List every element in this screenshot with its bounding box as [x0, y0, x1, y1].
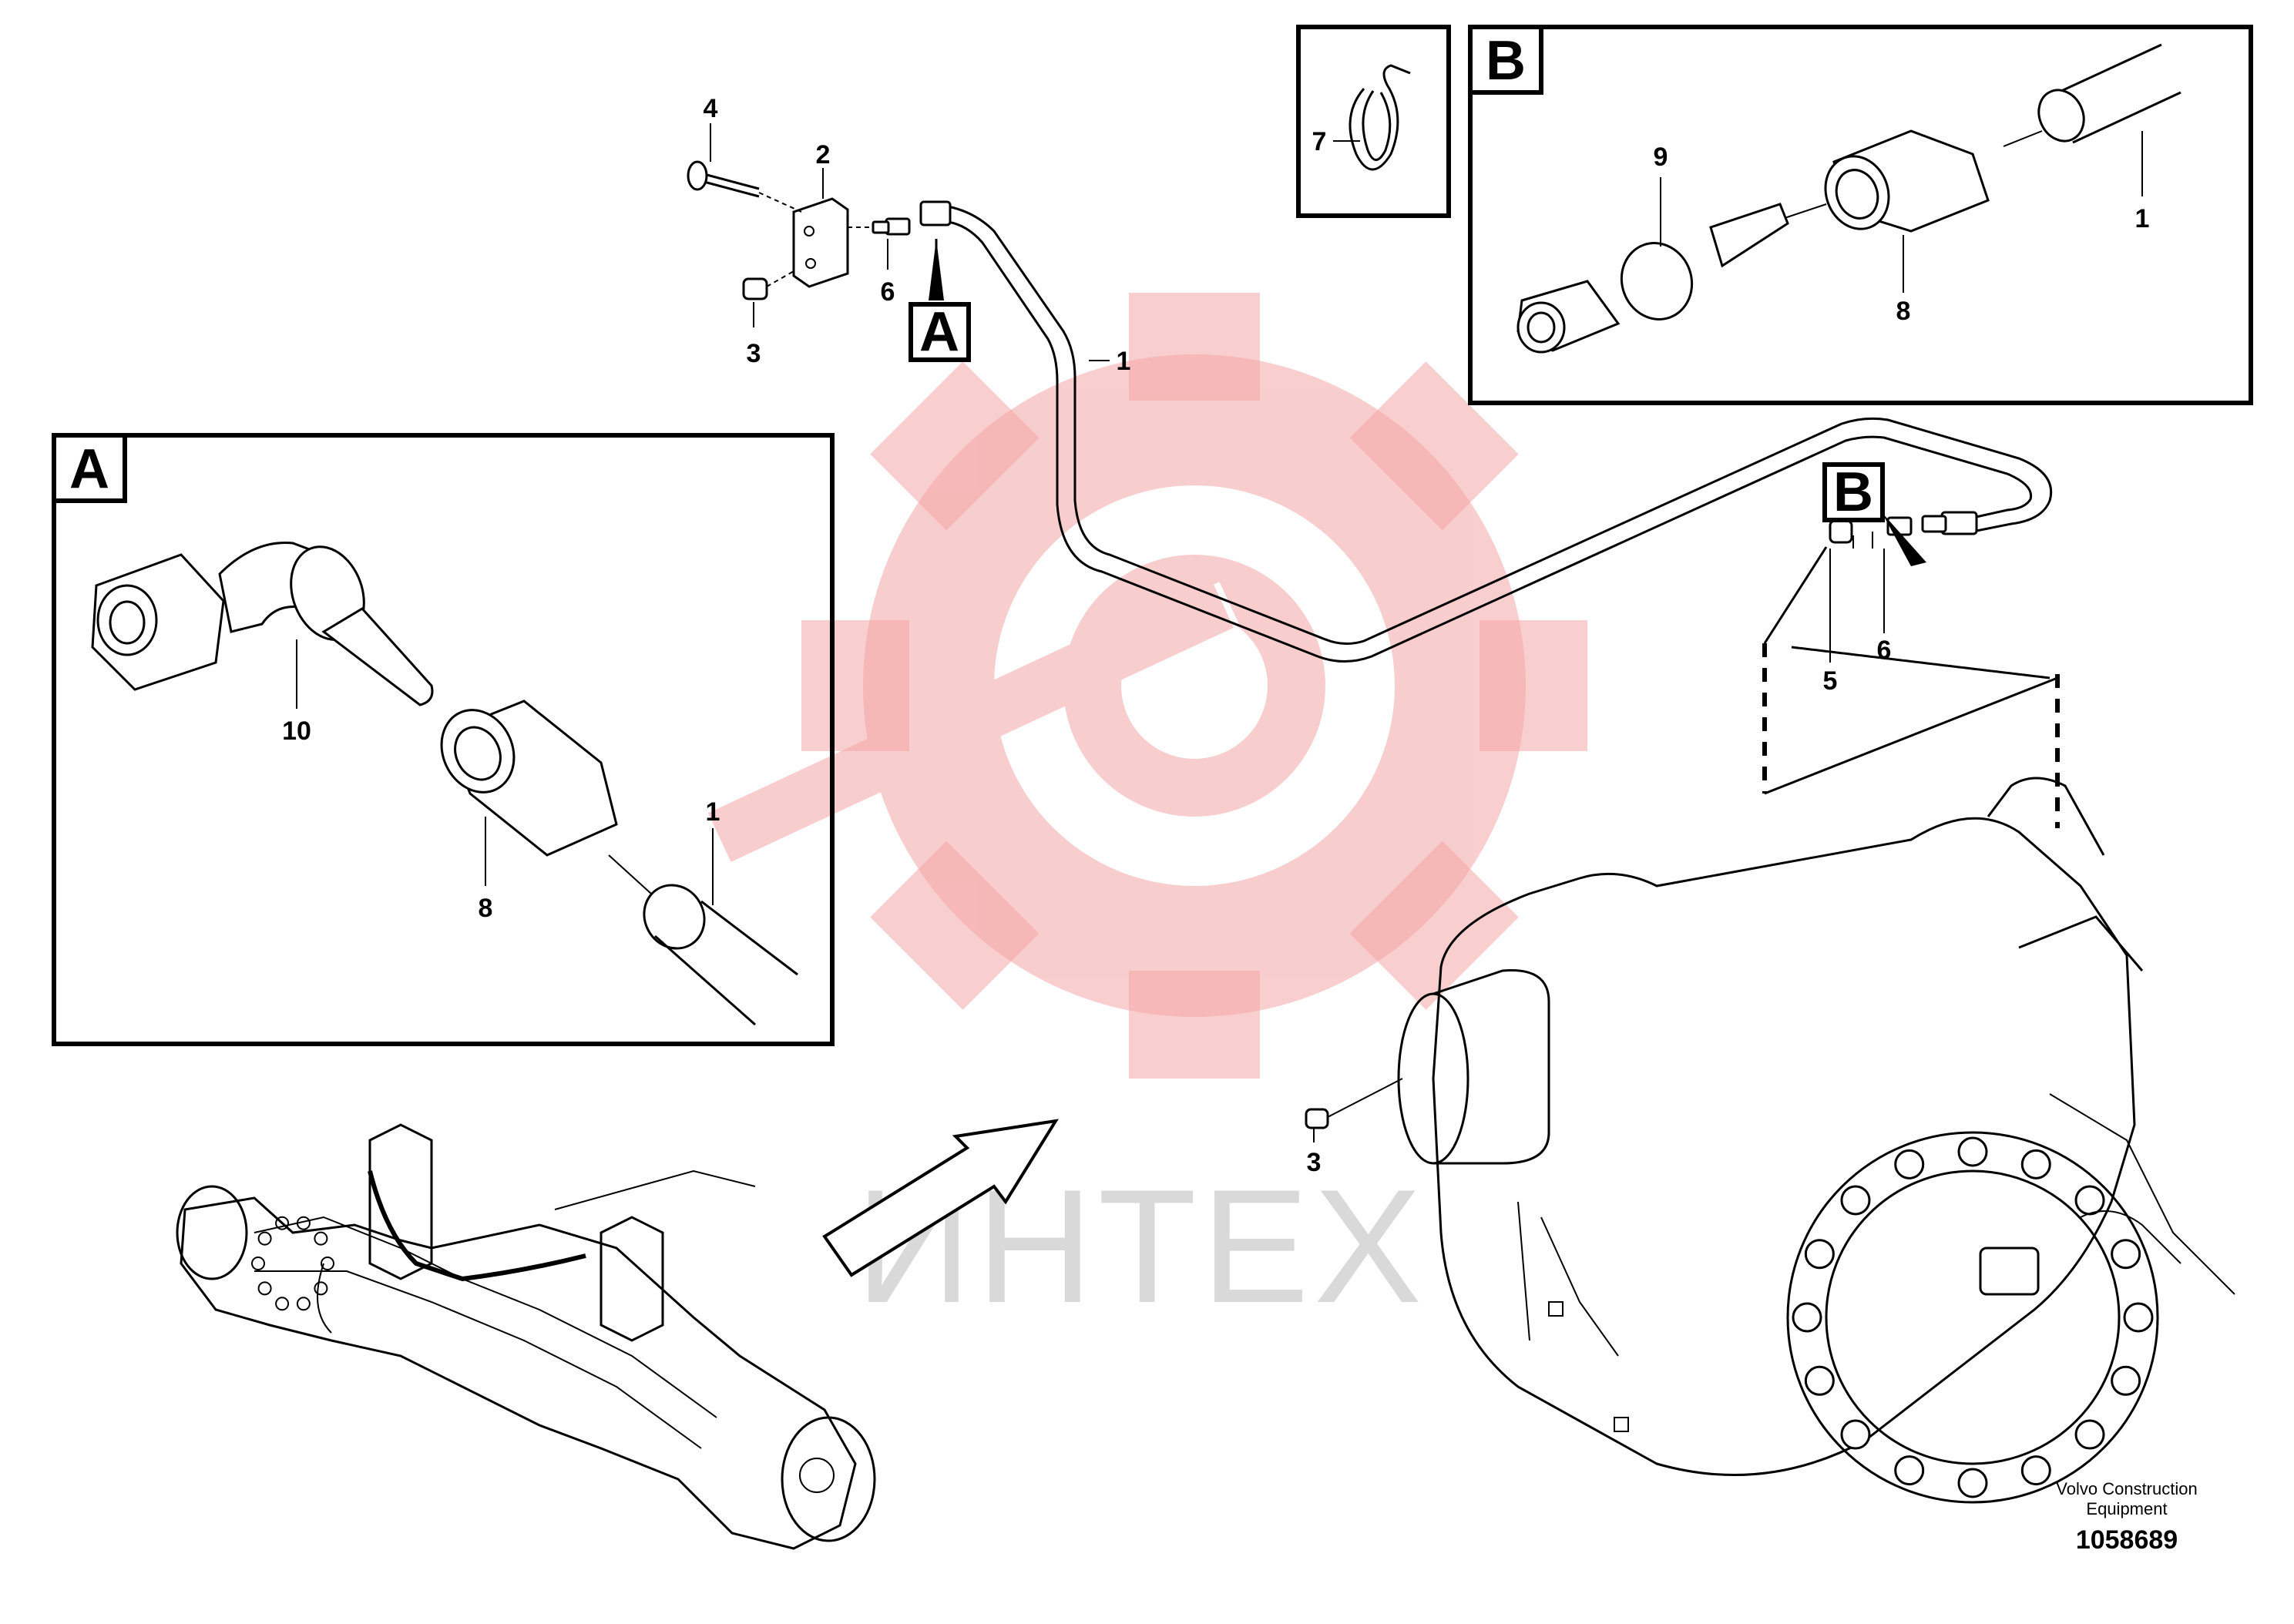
axle-housing [1305, 777, 2235, 1504]
detail-cable-tie [1296, 25, 1451, 218]
callout-1-a: 1 [706, 797, 720, 827]
bracket-2 [792, 197, 849, 288]
callout-1-b: 1 [2135, 204, 2150, 233]
footer: Volvo Construction Equipment 1058689 [2056, 1479, 2197, 1555]
callout-6-top: 6 [881, 277, 895, 307]
tag-a-letter: A [919, 301, 959, 363]
nipple-3-top [742, 277, 768, 300]
pipe-nut-top [919, 200, 952, 226]
callout-5: 5 [1823, 666, 1838, 696]
pipe-end-1-a [643, 884, 706, 950]
nut-9 [1620, 242, 1694, 320]
nipple-5 [1829, 519, 1853, 544]
detail-a-letter: A [69, 438, 109, 500]
cable-tie-7 [1349, 64, 1411, 171]
hose-tail-10 [321, 607, 434, 706]
bolt-4-head [687, 160, 708, 191]
watermark-gear-logo [707, 354, 1526, 1017]
document-number: 1058689 [2076, 1525, 2178, 1555]
callout-numbers: 4 2 6 3 1 7 9 8 1 10 8 1 5 6 3 [282, 94, 2149, 1177]
axle-overview [176, 1123, 876, 1550]
hose-tail-9 [1709, 203, 1789, 268]
reference-bracket [1762, 532, 2060, 828]
company-line-1: Volvo Construction [2056, 1479, 2197, 1498]
detail-b-frame: B [1468, 25, 2253, 405]
pipe-assembly [872, 200, 2053, 663]
detail-a-frame: A [52, 433, 835, 1046]
view-direction-arrow [822, 1119, 1059, 1277]
callout-2: 2 [816, 140, 831, 169]
tag-b: B [1822, 461, 1926, 566]
callout-4: 4 [704, 94, 718, 123]
flange-bolts [1792, 1136, 2154, 1498]
pipe-nut-right [1940, 511, 1978, 535]
callout-8-b: 8 [1896, 297, 1911, 326]
callout-7: 7 [1312, 127, 1327, 156]
callout-1-pipe: 1 [1117, 347, 1131, 376]
watermark-gear-teeth [801, 293, 1587, 1079]
detail-b-letter: B [1486, 30, 1526, 92]
callout-3-top: 3 [747, 339, 761, 368]
callout-9: 9 [1654, 143, 1668, 172]
callout-6-right: 6 [1877, 636, 1892, 665]
pipe-end-1-b [2037, 89, 2085, 143]
callout-10: 10 [282, 716, 311, 746]
tag-b-letter: B [1833, 461, 1873, 523]
callout-8-a: 8 [479, 894, 493, 923]
bracket-assembly [687, 160, 873, 300]
tag-a: A [909, 301, 971, 363]
company-line-2: Equipment [2086, 1499, 2167, 1518]
bolt-4-shank [700, 172, 760, 190]
callout-3-housing: 3 [1307, 1148, 1322, 1177]
nipple-3-housing [1305, 1108, 1329, 1129]
